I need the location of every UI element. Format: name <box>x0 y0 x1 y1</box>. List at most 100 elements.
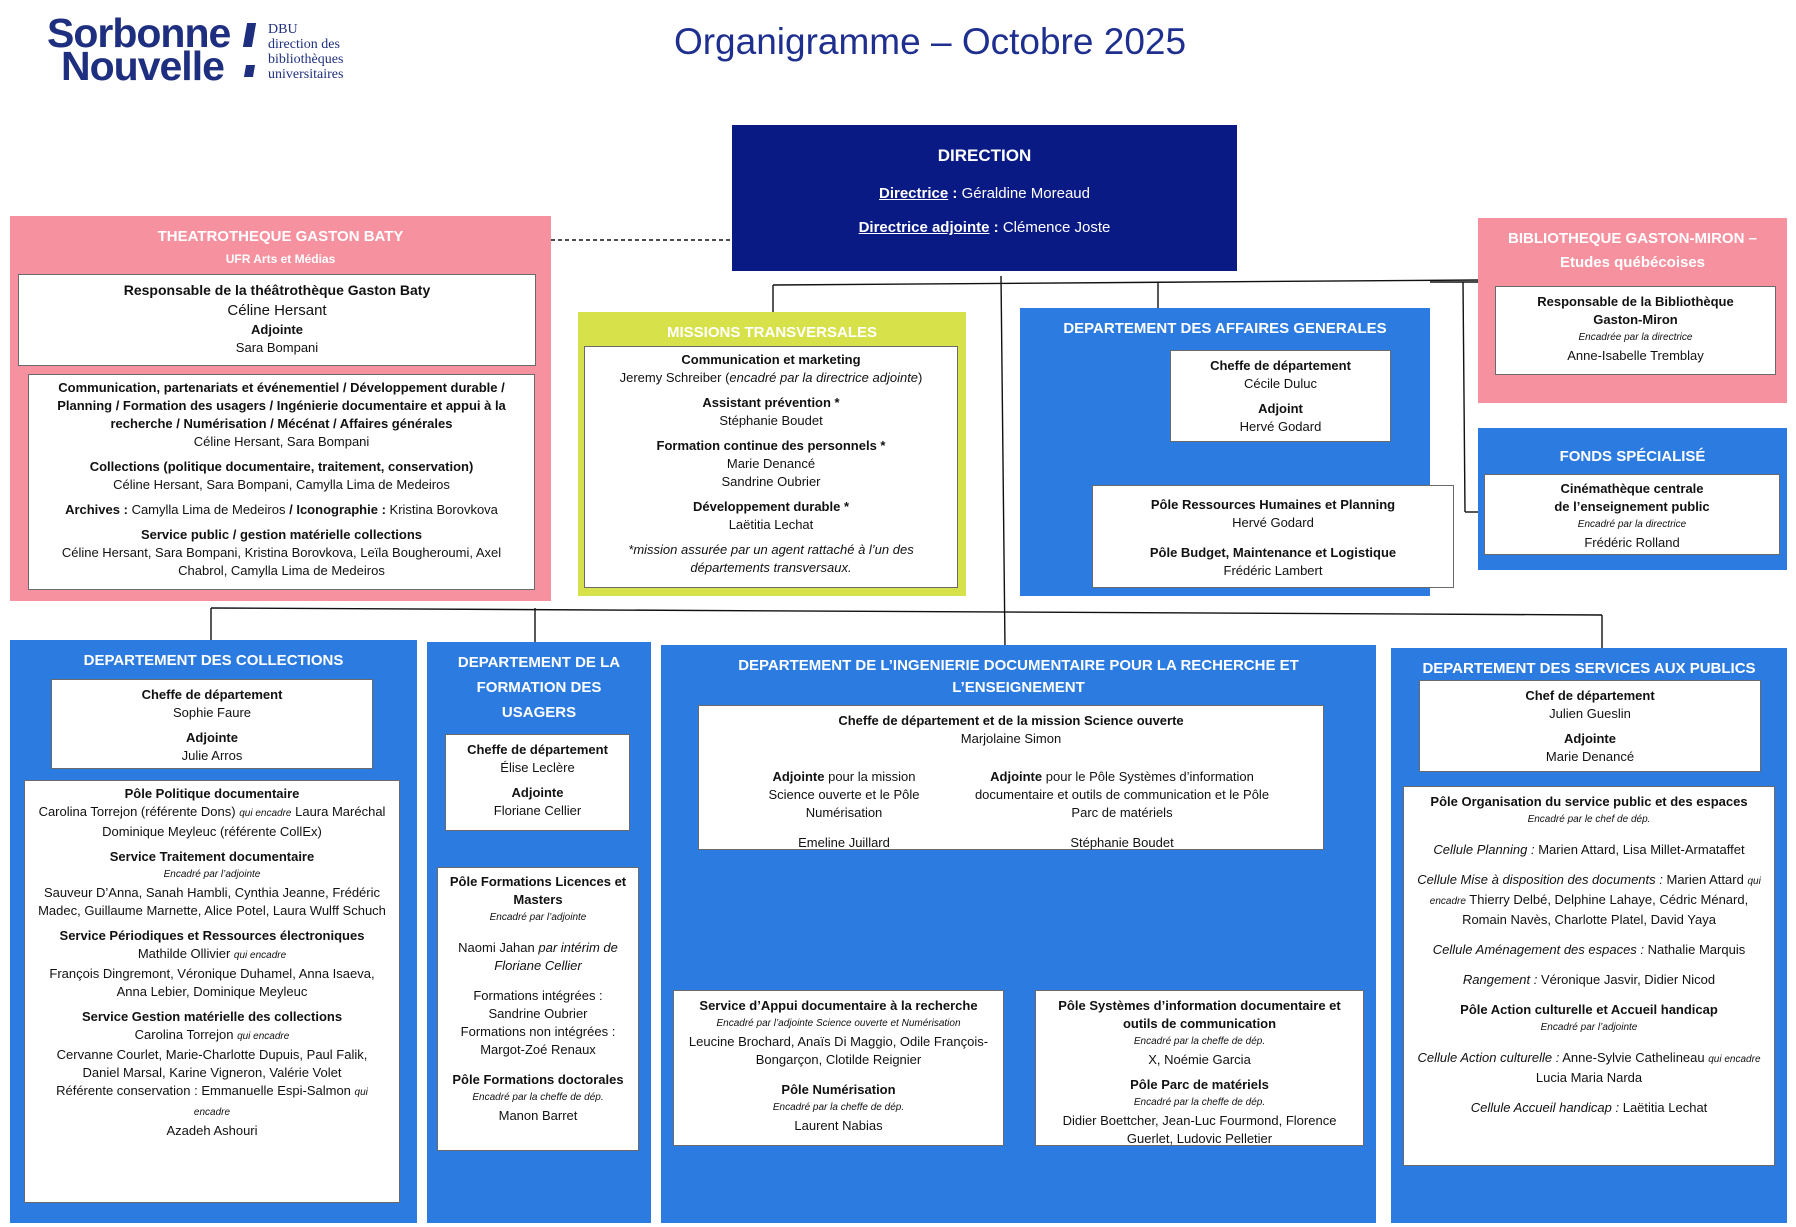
services-head-card: Chef de département Julien Gueslin Adjoi… <box>1419 680 1761 772</box>
ing-head-card: Cheffe de département et de la mission S… <box>698 705 1324 850</box>
spe-a: Mathilde Ollivier qui encadre <box>137 946 287 961</box>
archives-line: Archives : Camylla Lima de Medeiros / Ic… <box>65 502 498 517</box>
sp-chef: Julien Gueslin <box>1549 706 1631 721</box>
cah-line: Cellule Accueil handicap : Laëtitia Lech… <box>1470 1100 1708 1115</box>
mission-dd-label: Développement durable * <box>692 499 850 514</box>
ppm-label: Pôle Parc de matériels <box>1130 1077 1269 1092</box>
formation-title-2: FORMATION DES <box>476 679 602 696</box>
pnum-label: Pôle Numérisation <box>781 1082 896 1097</box>
formation-title-1: DEPARTEMENT DE LA <box>457 654 621 671</box>
ing-title-2: L’ENSEIGNEMENT <box>952 679 1085 696</box>
link-direction-main <box>1000 275 1006 649</box>
collections-title: DEPARTEMENT DES COLLECTIONS <box>83 652 344 669</box>
ppd-a: Carolina Torrejon (référente Dons) qui e… <box>38 804 386 819</box>
pnum-name: Laurent Nabias <box>794 1118 883 1133</box>
ref-a: Référente conservation : Emmanuelle Espi… <box>56 1083 368 1118</box>
ppm-names: Didier Boettcher, Jean-Luc Fourmond, Flo… <box>1062 1113 1337 1146</box>
miron-box: BIBLIOTHEQUE GASTON-MIRON – Etudes québé… <box>1478 218 1787 403</box>
coll-cheffe: Sophie Faure <box>172 705 252 720</box>
plm-label: Pôle Formations Licences et Masters <box>449 874 627 907</box>
pfd-label: Pôle Formations doctorales <box>452 1072 624 1087</box>
theatrotheque-title: THEATROTHEQUE GASTON BATY <box>157 228 404 245</box>
miron-card: Responsable de la Bibliothèque Gaston-Mi… <box>1495 286 1776 375</box>
rh-name: Hervé Godard <box>1232 515 1314 530</box>
direction-directrice: Directrice : Géraldine Moreaud <box>879 185 1090 202</box>
mission-prev: Stéphanie Boudet <box>719 413 823 428</box>
sgm-a: Carolina Torrejon qui encadre <box>134 1027 290 1042</box>
psi-label: Pôle Systèmes d’information documentaire… <box>1058 998 1341 1031</box>
missions-title: MISSIONS TRANSVERSALES <box>666 324 878 341</box>
fonds-card: Cinémathèque centrale de l’enseignement … <box>1484 474 1780 555</box>
rg-line: Rangement : Véronique Jasvir, Didier Nic… <box>1462 972 1716 987</box>
logo-line2: Nouvelle <box>61 43 225 89</box>
psi-names: X, Noémie Garcia <box>1148 1052 1251 1067</box>
formation-head-card: Cheffe de département Élise Leclère Adjo… <box>445 734 630 831</box>
std-names: Sauveur D’Anna, Sanah Hambli, Cynthia Je… <box>38 885 386 918</box>
fi-label: Formations intégrées : <box>473 988 603 1003</box>
page-title: Organigramme – Octobre 2025 <box>673 21 1187 62</box>
mission-comm: Jeremy Schreiber (encadré par la directr… <box>619 370 923 385</box>
ing-title-1: DEPARTEMENT DE L’INGENIERIE DOCUMENTAIRE… <box>738 657 1299 674</box>
theatrotheque-resp-card: Responsable de la théâtrothèque Gaston B… <box>18 274 536 366</box>
miron-title-2: Etudes québécoises <box>1559 254 1706 271</box>
std-note: Encadré par l’adjointe <box>163 869 261 880</box>
logo-line1: Sorbonne <box>47 10 231 56</box>
fonds-name: Frédéric Rolland <box>1584 535 1680 550</box>
miron-resp: Anne-Isabelle Tremblay <box>1567 348 1704 363</box>
budget-name: Frédéric Lambert <box>1223 563 1323 578</box>
cm-line: Cellule Mise à disposition des documents… <box>1417 872 1761 927</box>
ing-sad-card: Service d’Appui documentaire à la recher… <box>673 990 1004 1146</box>
ing-cheffe: Marjolaine Simon <box>960 731 1062 746</box>
coll-adj: Julie Arros <box>181 748 243 763</box>
directrice-name: Géraldine Moreaud <box>961 185 1090 202</box>
ppd-label: Pôle Politique documentaire <box>124 786 300 801</box>
logo-sub: DBU direction des bibliothèques universi… <box>268 22 343 82</box>
services-title: DEPARTEMENT DES SERVICES AUX PUBLICS <box>1422 660 1756 677</box>
sp-adj: Marie Denancé <box>1545 749 1635 764</box>
mission-form-2: Sandrine Oubrier <box>721 474 821 489</box>
plm-person: Naomi Jahan par intérim de Floriane Cell… <box>458 940 618 973</box>
fonds-label-1: Cinémathèque centrale <box>1560 481 1704 496</box>
logo-sub-1: DBU <box>268 22 298 37</box>
mission-prev-label: Assistant prévention * <box>702 395 840 410</box>
ca-line: Cellule Aménagement des espaces : Nathal… <box>1432 942 1746 957</box>
logo-sub-4: universitaires <box>268 67 344 82</box>
spe-b: François Dingremont, Véronique Duhamel, … <box>49 966 375 999</box>
pac-label: Pôle Action culturelle et Accueil handic… <box>1460 1002 1718 1017</box>
ing-cheffe-label: Cheffe de département et de la mission S… <box>838 713 1184 728</box>
coll-label: Collections (politique documentaire, tra… <box>89 459 474 474</box>
coll-adj-label: Adjointe <box>186 730 238 745</box>
fni-label: Formations non intégrées : <box>460 1024 616 1039</box>
direction-box: DIRECTION Directrice : Géraldine Moreaud… <box>732 125 1237 271</box>
fi-name: Sandrine Oubrier <box>488 1006 588 1021</box>
miron-resp-label-1: Responsable de la Bibliothèque <box>1537 294 1734 309</box>
affaires-cheffe-label: Cheffe de département <box>1210 358 1351 373</box>
affaires-box: DEPARTEMENT DES AFFAIRES GENERALES Cheff… <box>1020 308 1454 596</box>
sad-names: Leucine Brochard, Anaïs Di Maggio, Odile… <box>688 1034 989 1067</box>
plm-note: Encadré par l’adjointe <box>489 912 587 923</box>
mission-form-label: Formation continue des personnels * <box>656 438 886 453</box>
collections-head-card: Cheffe de département Sophie Faure Adjoi… <box>51 679 373 769</box>
link-bottom-bar <box>210 607 1603 616</box>
sgm-label: Service Gestion matérielle des collectio… <box>81 1009 343 1024</box>
miron-note: Encadrée par la directrice <box>1578 332 1693 343</box>
formation-title-3: USAGERS <box>501 704 577 721</box>
theatrotheque-subtitle: UFR Arts et Médias <box>225 252 336 266</box>
affaires-adj: Hervé Godard <box>1239 419 1322 434</box>
fonds-title: FONDS SPÉCIALISÉ <box>1559 448 1706 465</box>
ing-adj2-name: Stéphanie Boudet <box>1070 835 1174 850</box>
fni-name: Margot-Zoé Renaux <box>480 1042 596 1057</box>
missions-card: Communication et marketing Jeremy Schrei… <box>584 346 958 588</box>
comm-names: Céline Hersant, Sara Bompani <box>193 434 370 449</box>
coll-cheffe-label: Cheffe de département <box>141 687 283 702</box>
sad-note: Encadré par l’adjointe Science ouverte e… <box>716 1018 961 1029</box>
services-poles-card: Pôle Organisation du service public et d… <box>1403 786 1775 1166</box>
direction-title: DIRECTION <box>937 146 1032 165</box>
mission-form-1: Marie Denancé <box>726 456 816 471</box>
ingenierie-box: DEPARTEMENT DE L’INGENIERIE DOCUMENTAIRE… <box>661 645 1376 1223</box>
logo-mark-icon <box>242 23 257 81</box>
ing-adj2: Adjointe pour le Pôle Systèmes d’informa… <box>969 768 1275 852</box>
fonds-box: FONDS SPÉCIALISÉ Cinémathèque centrale d… <box>1478 428 1787 570</box>
collections-box: DEPARTEMENT DES COLLECTIONS Cheffe de dé… <box>10 640 417 1223</box>
logo-sub-3: bibliothèques <box>268 52 344 67</box>
